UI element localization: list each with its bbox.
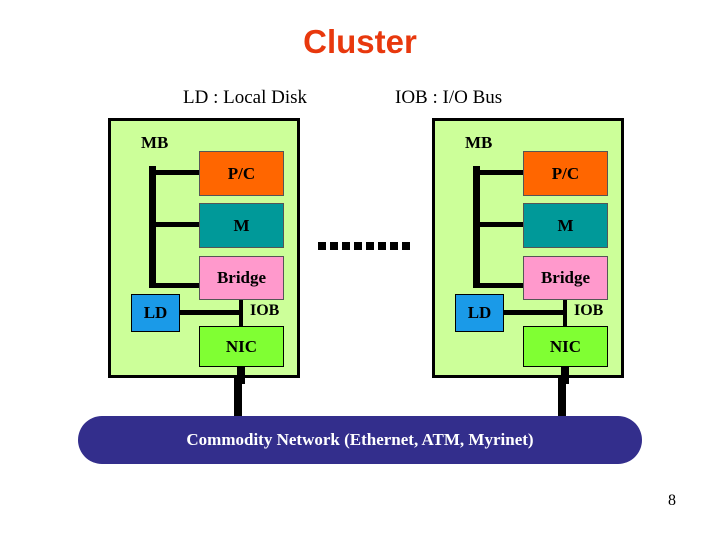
ellipsis-dot	[342, 242, 350, 250]
network-drop-left	[234, 375, 242, 419]
ellipsis-dots	[318, 240, 410, 252]
ellipsis-dot	[402, 242, 410, 250]
memory-bus-spine-left	[149, 166, 156, 288]
bus-stub-bridge-right	[476, 283, 525, 288]
legend-local-disk: LD : Local Disk	[183, 87, 308, 108]
component-processor-cache-right: P/C	[523, 151, 608, 196]
ellipsis-dot	[366, 242, 374, 250]
io-bus-riser-right	[563, 299, 567, 327]
local-disk-link-right	[503, 310, 565, 315]
commodity-network-bar: Commodity Network (Ethernet, ATM, Myrine…	[78, 416, 642, 464]
motherboard-label-right: MB	[465, 133, 493, 152]
page-title: Cluster	[303, 23, 417, 60]
local-disk-link-left	[179, 310, 241, 315]
motherboard-label-left: MB	[141, 133, 169, 152]
bus-stub-memory-right	[476, 222, 525, 227]
ellipsis-dot	[378, 242, 386, 250]
component-local-disk-right: LD	[455, 294, 504, 332]
component-bridge-right: Bridge	[523, 256, 608, 300]
component-bridge-left: Bridge	[199, 256, 284, 300]
nic-network-drop-right	[561, 366, 569, 384]
io-bus-label-right: IOB	[574, 302, 604, 319]
network-drop-right	[558, 375, 566, 419]
component-local-disk-left: LD	[131, 294, 180, 332]
bus-stub-processor-left	[152, 170, 201, 175]
cluster-node-left: MB P/C M Bridge LD NIC IOB	[108, 118, 300, 384]
component-memory-left: M	[199, 203, 284, 248]
component-nic-left: NIC	[199, 326, 284, 367]
io-bus-label-left: IOB	[250, 302, 280, 319]
memory-bus-spine-right	[473, 166, 480, 288]
ellipsis-dot	[390, 242, 398, 250]
ellipsis-dot	[318, 242, 326, 250]
io-bus-riser-left	[239, 299, 243, 327]
ellipsis-dot	[354, 242, 362, 250]
bus-stub-processor-right	[476, 170, 525, 175]
bus-stub-bridge-left	[152, 283, 201, 288]
cluster-node-right: MB P/C M Bridge LD NIC IOB	[432, 118, 624, 384]
page-number: 8	[668, 492, 676, 509]
bus-stub-memory-left	[152, 222, 201, 227]
component-memory-right: M	[523, 203, 608, 248]
commodity-network-label: Commodity Network (Ethernet, ATM, Myrine…	[186, 430, 534, 449]
nic-network-drop-left	[237, 366, 245, 384]
component-nic-right: NIC	[523, 326, 608, 367]
legend-io-bus: IOB : I/O Bus	[395, 87, 503, 108]
ellipsis-dot	[330, 242, 338, 250]
component-processor-cache-left: P/C	[199, 151, 284, 196]
